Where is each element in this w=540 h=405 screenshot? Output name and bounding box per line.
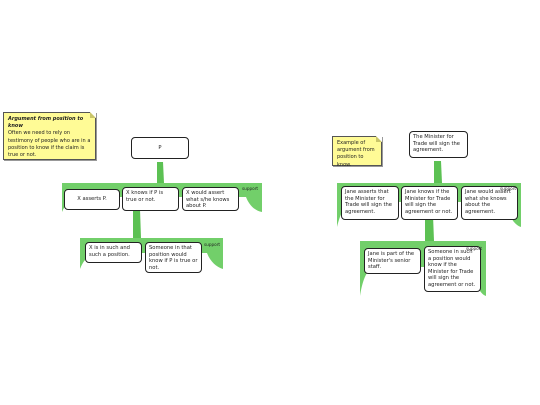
left-premise-node[interactable]: X asserts P. <box>64 189 120 210</box>
left-note-body: Often we need to rely on testimony of pe… <box>8 130 91 159</box>
left-note: Argument from position to know Often we … <box>3 112 96 160</box>
right-premise-node[interactable]: Jane knows if the Minister for Trade wil… <box>401 186 458 220</box>
left-premise-node[interactable]: X would assert what s/he knows about P. <box>182 187 239 211</box>
left-subpremise-node[interactable]: Someone in that position would know if P… <box>145 242 202 273</box>
right-subpremise-node[interactable]: Jane is part of the Minister's senior st… <box>364 248 421 274</box>
right-claim-node[interactable]: The Minister for Trade will sign the agr… <box>409 131 468 158</box>
left-support-label-1: support <box>242 186 259 191</box>
right-note-text: Example of argument from position to kno… <box>337 140 375 168</box>
right-premise-node[interactable]: Jane would assert what she knows about t… <box>461 186 518 220</box>
right-support-label-1: support <box>500 186 517 191</box>
left-subpremise-node[interactable]: X is in such and such a position. <box>85 242 142 263</box>
right-note: Example of argument from position to kno… <box>332 136 382 168</box>
left-note-title: Argument from position to know <box>8 116 84 130</box>
left-premise-node[interactable]: X knows if P is true or not. <box>122 187 179 211</box>
right-premise-node[interactable]: Jane asserts that the Minister for Trade… <box>341 186 399 220</box>
right-support-label-2: support <box>466 246 483 251</box>
right-subpremise-node[interactable]: Someone in such a position would know if… <box>424 246 481 292</box>
left-support-label-2: support <box>204 242 221 247</box>
left-claim-node[interactable]: P <box>131 137 189 159</box>
